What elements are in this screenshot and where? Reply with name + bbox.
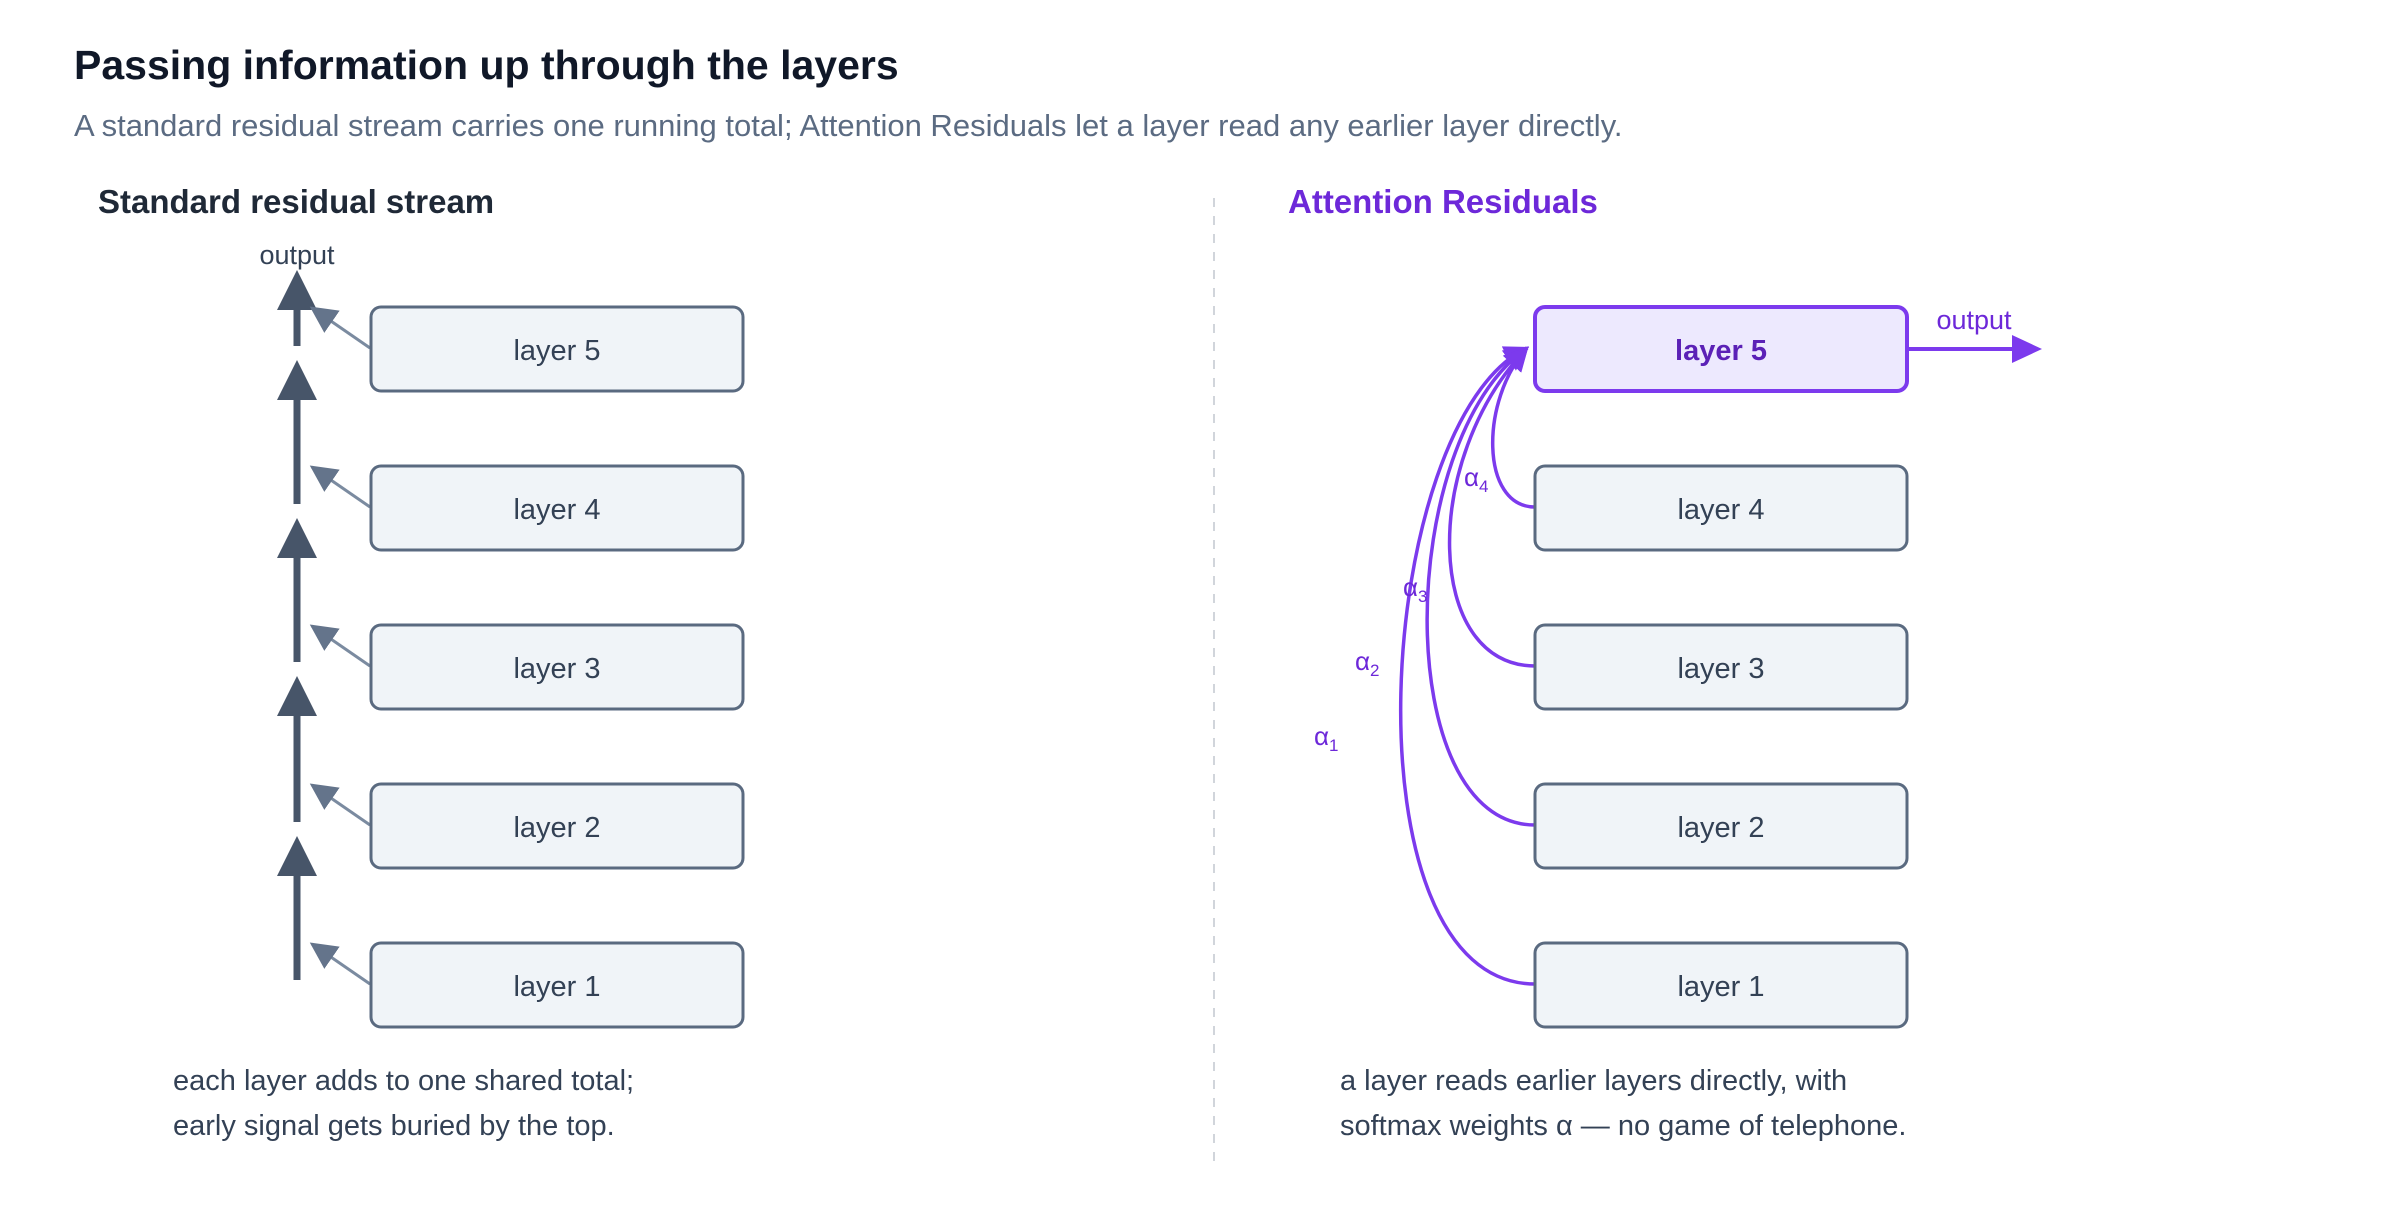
right-layer-4: layer 4 bbox=[1533, 464, 1909, 552]
attention-curves bbox=[1398, 346, 1536, 986]
alpha-1-label: α1 bbox=[1314, 721, 1339, 755]
stream-arrowhead-3 bbox=[277, 518, 317, 558]
feed-arrow-layer-3 bbox=[309, 624, 371, 668]
right-caption-line-2: softmax weights α — no game of telephone… bbox=[1340, 1110, 1906, 1142]
right-layer-2: layer 2 bbox=[1533, 782, 1909, 870]
left-layer-2: layer 2 bbox=[369, 782, 745, 870]
left-layer-5: layer 5 bbox=[369, 305, 745, 393]
right-layer-2-label: layer 2 bbox=[1677, 812, 1764, 844]
left-layer-1-label: layer 1 bbox=[513, 971, 600, 1003]
right-layer-1-label: layer 1 bbox=[1677, 971, 1764, 1003]
right-layer-3: layer 3 bbox=[1533, 623, 1909, 711]
right-layer-3-label: layer 3 bbox=[1677, 653, 1764, 685]
layer-feed-arrows bbox=[309, 306, 371, 986]
page-subtitle: A standard residual stream carries one r… bbox=[74, 108, 1623, 143]
standard-residual-heading: Standard residual stream bbox=[98, 183, 494, 220]
residual-stream bbox=[277, 270, 317, 980]
right-caption-line-1: a layer reads earlier layers directly, w… bbox=[1340, 1065, 1847, 1097]
attention-residuals-heading: Attention Residuals bbox=[1288, 183, 1598, 220]
right-layer-5-highlighted: layer 5 bbox=[1533, 305, 1909, 393]
page-title: Passing information up through the layer… bbox=[74, 42, 899, 88]
feed-arrow-layer-5 bbox=[309, 306, 371, 350]
attention-residuals-panel: Attention Residuals α1 α2 α3 α4 layer 5 … bbox=[1288, 183, 2042, 1142]
feed-arrow-layer-2 bbox=[309, 783, 371, 827]
standard-residual-panel: Standard residual stream output la bbox=[98, 183, 745, 1142]
left-output-label: output bbox=[259, 240, 335, 270]
left-layer-2-label: layer 2 bbox=[513, 812, 600, 844]
right-layer-5-label: layer 5 bbox=[1675, 335, 1767, 367]
stream-arrowhead-2 bbox=[277, 676, 317, 716]
attention-curve-layer-4 bbox=[1491, 346, 1536, 509]
stream-arrowhead-1 bbox=[277, 836, 317, 876]
feed-arrow-layer-4 bbox=[309, 465, 371, 509]
right-layer-1: layer 1 bbox=[1533, 941, 1909, 1029]
stream-arrowhead-5 bbox=[277, 270, 317, 310]
right-output-arrowhead bbox=[2012, 335, 2042, 363]
alpha-2-label: α2 bbox=[1355, 646, 1380, 680]
attention-curve-layer-2 bbox=[1425, 346, 1536, 827]
left-layer-4-label: layer 4 bbox=[513, 494, 600, 526]
attention-curve-layer-3 bbox=[1447, 346, 1536, 668]
alpha-3-label: α3 bbox=[1403, 572, 1428, 606]
attention-curve-layer-1 bbox=[1398, 346, 1536, 986]
left-layer-3-label: layer 3 bbox=[513, 653, 600, 685]
stream-arrowhead-4 bbox=[277, 360, 317, 400]
right-output-label: output bbox=[1936, 305, 2012, 335]
left-layer-4: layer 4 bbox=[369, 464, 745, 552]
left-caption-line-1: each layer adds to one shared total; bbox=[173, 1065, 634, 1097]
left-layer-1: layer 1 bbox=[369, 941, 745, 1029]
left-layer-5-label: layer 5 bbox=[513, 335, 600, 367]
left-caption-line-2: early signal gets buried by the top. bbox=[173, 1110, 615, 1142]
alpha-4-label: α4 bbox=[1464, 462, 1489, 496]
right-layer-4-label: layer 4 bbox=[1677, 494, 1764, 526]
left-layer-3: layer 3 bbox=[369, 623, 745, 711]
feed-arrow-layer-1 bbox=[309, 942, 371, 986]
